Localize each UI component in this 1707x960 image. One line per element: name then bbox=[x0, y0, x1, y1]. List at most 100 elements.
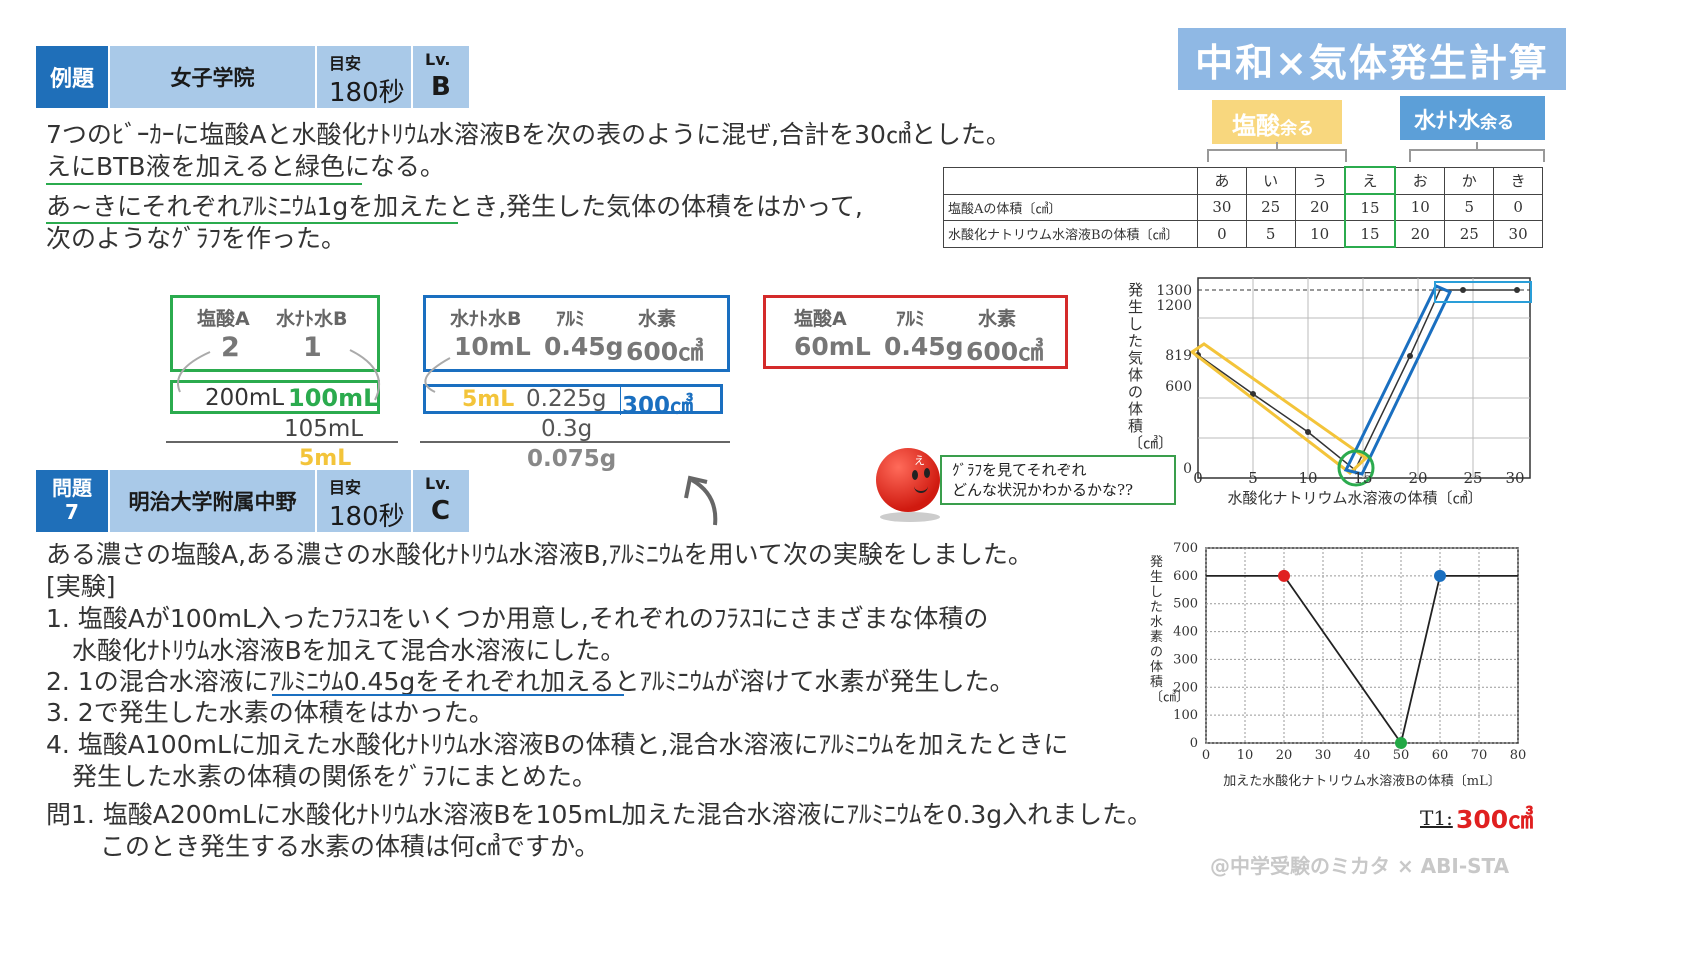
problem-tag-label: 問題 bbox=[52, 476, 92, 500]
graph1-ylabel: 発生した気体の体積〔㎤〕 bbox=[1128, 281, 1174, 452]
example-time-cell: 目安 180秒 bbox=[317, 46, 411, 108]
calc-label: 水ﾅﾄ水B bbox=[450, 308, 522, 330]
table-cell: 5 bbox=[1444, 193, 1495, 221]
underline-green-1 bbox=[46, 183, 362, 185]
graph1-hcl-excess-band bbox=[1189, 342, 1369, 475]
table-header-cell: え bbox=[1343, 166, 1397, 195]
experiment-heading: [実験] bbox=[46, 572, 116, 601]
chart-xlabel: 加えた水酸化ナトリウム水溶液Bの体積〔mL〕 bbox=[1223, 774, 1501, 788]
table-cell: 0 bbox=[1197, 220, 1247, 248]
graph1-neutral-point bbox=[1337, 449, 1375, 487]
table-cell: 15 bbox=[1343, 193, 1397, 221]
table-header-cell: お bbox=[1394, 166, 1446, 195]
calc-value: 0.225g bbox=[526, 386, 607, 412]
graph1-xtick: 0 bbox=[1193, 469, 1203, 487]
table-cell: 10 bbox=[1394, 193, 1446, 221]
chart-ytick: 600 bbox=[1173, 569, 1198, 584]
question-1b: このとき発生する水素の体積は何㎤ですか。 bbox=[100, 832, 600, 861]
calc-value-highlight: 100mL bbox=[288, 384, 379, 412]
level-value: C bbox=[431, 496, 451, 526]
calc-result: 5mL bbox=[299, 446, 352, 471]
table-cell: 5 bbox=[1245, 220, 1296, 248]
mascot-eye bbox=[912, 470, 918, 480]
calc-arrows bbox=[177, 349, 718, 526]
calc-subtract-value: 0.3g bbox=[541, 416, 593, 442]
level-label: Lv. bbox=[425, 474, 451, 493]
graph1-xtick: 20 bbox=[1408, 469, 1427, 487]
speech-bubble: ｸﾞﾗﾌを見てそれぞれ どんな状況かわかるかな?? bbox=[940, 455, 1176, 505]
graph1-xtick: 5 bbox=[1248, 469, 1258, 487]
table-row: 水酸化ナトリウム水溶液Bの体積〔㎤〕 0 5 10 15 20 25 30 bbox=[943, 220, 1543, 248]
chart-xtick: 50 bbox=[1393, 748, 1410, 763]
question-1a: 問1. 塩酸A200mLに水酸化ﾅﾄﾘｳﾑ水溶液Bを105mL加えた混合水溶液に… bbox=[46, 800, 1153, 829]
chart-ytick: 500 bbox=[1173, 597, 1198, 612]
ratio-box-hcl-al-h2: 塩酸A ｱﾙﾐ 水素 60mL 0.45g 600㎤ bbox=[763, 295, 1068, 369]
graph1-yticks: 1300 1200 819 600 0 bbox=[1156, 283, 1192, 477]
step-2: 2. 1の混合水溶液にｱﾙﾐﾆｳﾑ0.45gをそれぞれ加えるとｱﾙﾐﾆｳﾑが溶け… bbox=[46, 667, 1015, 696]
speech-line-1: ｸﾞﾗﾌを見てそれぞれ bbox=[952, 461, 1087, 479]
chart-xtick: 0 bbox=[1202, 748, 1210, 763]
time-value: 180秒 bbox=[329, 78, 405, 108]
example-line-3: あ~きにそれぞれｱﾙﾐﾆｳﾑ1gを加えたとき,発生した気体の体積をはかって, bbox=[46, 192, 863, 221]
step-1b: 水酸化ﾅﾄﾘｳﾑ水溶液Bを加えて混合水溶液にした。 bbox=[72, 636, 626, 665]
table-cell: 30 bbox=[1493, 220, 1543, 248]
example-tag: 例題 bbox=[36, 46, 108, 108]
time-label: 目安 bbox=[329, 54, 362, 73]
underline-blue bbox=[272, 694, 624, 696]
calc-label: 塩酸A bbox=[794, 308, 847, 330]
problem-number: 7 bbox=[65, 500, 79, 524]
mascot-eye bbox=[924, 468, 930, 478]
chart-xtick: 70 bbox=[1471, 748, 1488, 763]
ratio-box-naoh-al-h2: 水ﾅﾄ水B ｱﾙﾐ 水素 10mL 0.45g 600㎤ bbox=[423, 295, 730, 372]
graph1-xticks: 0 5 10 15 20 25 30 bbox=[1193, 469, 1524, 487]
calc-label: 水素 bbox=[638, 308, 677, 330]
graph1-ytick: 600 bbox=[1165, 379, 1192, 395]
table-cell: 0 bbox=[1493, 193, 1543, 221]
calc-value: 200mL bbox=[205, 385, 285, 411]
mascot-icon: え bbox=[876, 448, 940, 512]
table-header-cell: か bbox=[1444, 166, 1495, 195]
graph1-grid bbox=[1198, 278, 1530, 478]
table-cell: 水酸化ナトリウム水溶液Bの体積〔㎤〕 bbox=[943, 220, 1198, 248]
problem-time-cell: 目安 180秒 bbox=[317, 470, 411, 532]
chart-point bbox=[1278, 569, 1290, 582]
table-cell: 25 bbox=[1444, 220, 1495, 248]
calc-label: 水素 bbox=[978, 308, 1017, 330]
graph1-xlabel: 水酸化ナトリウム水溶液の体積〔㎤〕 bbox=[1227, 489, 1482, 507]
table-cell: 20 bbox=[1394, 220, 1446, 248]
scaled-row-box-2: 5mL 0.225g 300㎤ bbox=[423, 384, 723, 419]
step-1a: 1. 塩酸Aが100mL入ったﾌﾗｽｺをいくつか用意し,それぞれのﾌﾗｽｺにさま… bbox=[46, 604, 989, 633]
calc-value: 600㎤ bbox=[966, 337, 1044, 366]
level-label: Lv. bbox=[425, 50, 451, 69]
calc-label: 塩酸A bbox=[197, 308, 250, 330]
table-cell: 塩酸Aの体積〔㎤〕 bbox=[943, 193, 1198, 221]
graph1-xtick: 25 bbox=[1463, 469, 1482, 487]
calc-divider-line bbox=[166, 441, 398, 443]
graph1-ytick: 0 bbox=[1183, 461, 1192, 477]
page-title: 中和×気体発生計算 bbox=[1178, 28, 1566, 90]
table-cell: 10 bbox=[1294, 220, 1346, 248]
mixing-table: あ い う え お か き 塩酸Aの体積〔㎤〕 30 25 20 15 10 5… bbox=[943, 166, 1543, 248]
graph1: 1300 1200 819 600 0 0 5 10 15 20 25 30 水… bbox=[1156, 277, 1532, 507]
graph1-xtick: 10 bbox=[1298, 469, 1317, 487]
calc-divider-line bbox=[420, 441, 730, 443]
problem-tag: 問題 7 bbox=[36, 470, 108, 532]
calc-result: 0.075g bbox=[527, 446, 617, 472]
graph1-xtick: 30 bbox=[1505, 469, 1524, 487]
underline-green-2 bbox=[46, 222, 458, 224]
calc-value: 600㎤ bbox=[626, 337, 704, 366]
chart-point bbox=[1434, 569, 1446, 582]
chart-xtick: 10 bbox=[1237, 748, 1254, 763]
calc-value-blue: 300㎤ bbox=[622, 393, 694, 419]
calc-value: 0.45g bbox=[544, 332, 624, 361]
chart-ytick: 700 bbox=[1173, 541, 1198, 556]
credit-watermark: @中学受験のミカタ × ABI-STA bbox=[1210, 854, 1510, 878]
tag-naoh-excess: 水ﾅﾄ水余る bbox=[1400, 96, 1545, 140]
table-cell: 25 bbox=[1245, 193, 1296, 221]
graph1-naoh-excess-band-2 bbox=[1434, 281, 1532, 303]
table-header-cell bbox=[943, 166, 1198, 195]
graph1-ytick: 819 bbox=[1165, 348, 1192, 364]
table-row: 塩酸Aの体積〔㎤〕 30 25 20 15 10 5 0 bbox=[943, 193, 1543, 221]
calc-value: 60mL bbox=[794, 332, 871, 361]
